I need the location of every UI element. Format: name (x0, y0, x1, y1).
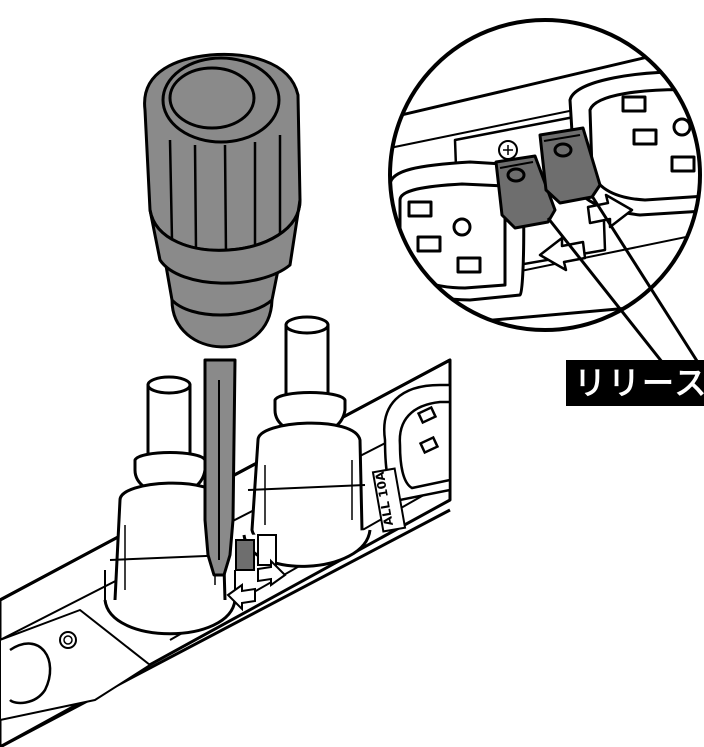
zoom-detail (388, 18, 702, 332)
release-tabs-small (226, 534, 287, 612)
release-arrow-icon (538, 236, 587, 272)
power-outlet-icon (383, 383, 452, 502)
release-callout-label: リリース (566, 360, 704, 406)
release-arrow-icon (257, 558, 287, 587)
release-arrow-icon (226, 583, 256, 612)
callout-leader-lines (546, 195, 704, 373)
screwdriver-icon (143, 52, 302, 577)
power-outlet-icon (390, 160, 526, 302)
power-plug-icon (242, 315, 372, 568)
